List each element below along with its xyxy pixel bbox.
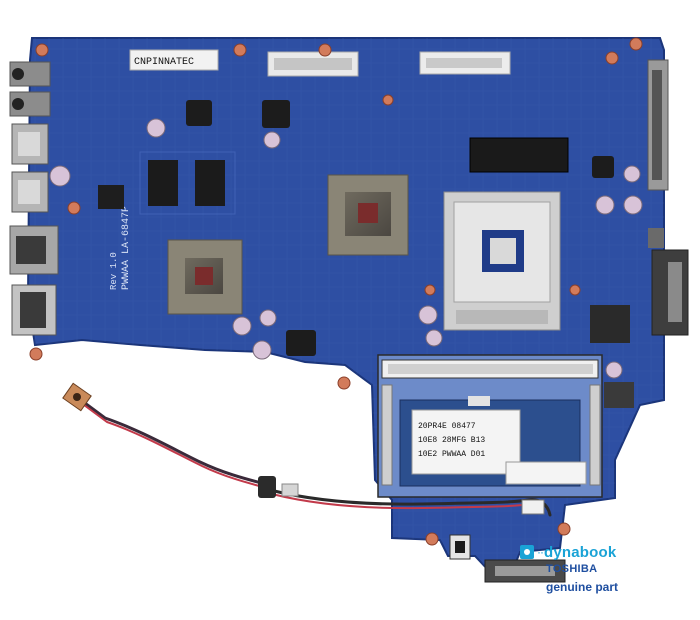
top-stickers: CNPINNATEC: [129, 49, 511, 77]
left-ports: [9, 61, 59, 336]
memory-chips: [98, 151, 236, 215]
dynabook-logo: ·· dynabook: [520, 543, 616, 561]
brand-tagline: genuine part: [546, 580, 619, 594]
silkscreen-label: CNPINNATEC: [134, 57, 194, 68]
ram-slot: 20PR4E 08477 10E8 28MFG B13 10E2 PWWAA D…: [377, 354, 603, 498]
capacitors: [49, 118, 643, 379]
mounting-holes: [29, 37, 643, 546]
bottom-connector: [449, 534, 566, 583]
connector-block: [469, 137, 569, 173]
dc-jack-plug: [62, 382, 92, 412]
right-ports: [647, 59, 689, 336]
cable-clip: [281, 483, 299, 497]
revision-silkscreen: Rev 1.0: [109, 252, 119, 290]
brand-badge: ·· dynabook TOSHIBA genuine part: [520, 543, 690, 603]
logo-text: dynabook: [544, 543, 617, 561]
cpu-socket: [443, 191, 561, 331]
dots-icon: ··: [537, 545, 544, 559]
cable-end-connector: [521, 499, 545, 515]
dynabook-logo-icon: [520, 545, 534, 559]
cable-ferrite: [258, 476, 276, 498]
brand-subtitle: TOSHIBA: [546, 563, 598, 575]
model-silkscreen: PWWAA LA-6847P: [121, 206, 132, 290]
inductors: [186, 100, 634, 408]
chipset: [327, 174, 409, 256]
ram-sticker-line3: 10E2 PWWAA D01: [418, 450, 485, 459]
ram-sticker-line1: 20PR4E 08477: [418, 422, 476, 431]
gpu-chip: [167, 239, 243, 315]
ram-sticker-line2: 10E8 28MFG B13: [418, 436, 485, 445]
